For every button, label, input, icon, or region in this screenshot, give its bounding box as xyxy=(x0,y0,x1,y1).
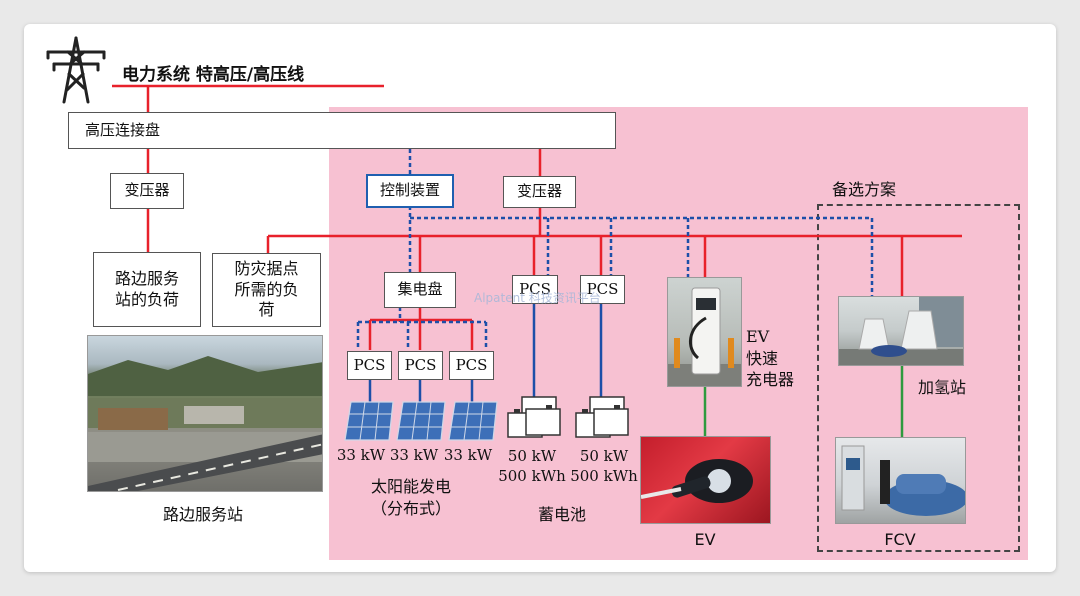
hydrogen-station-icon xyxy=(839,297,963,365)
disaster-base-load: 防灾据点 所需的负 荷 xyxy=(212,253,321,327)
fcv-label: FCV xyxy=(884,530,916,549)
hv-connection-panel: 高压连接盘 xyxy=(68,112,616,149)
battery-icon xyxy=(575,396,629,438)
pcs-solar-1: PCS xyxy=(347,351,392,380)
battery-label: 蓄电池 xyxy=(537,505,586,524)
transformer-left: 变压器 xyxy=(110,173,184,209)
service-station-photo xyxy=(87,335,323,492)
ev-charger-photo xyxy=(667,277,742,387)
ev-photo xyxy=(640,436,771,524)
transformer-right: 变压器 xyxy=(503,176,576,208)
transmission-tower-icon xyxy=(46,36,106,104)
solar-panel-icon xyxy=(448,401,498,441)
collector-panel: 集电盘 xyxy=(384,272,456,308)
ev-charger-icon xyxy=(668,287,741,386)
fcv-car-icon xyxy=(841,445,965,516)
pcs-battery-2: PCS xyxy=(580,275,625,304)
battery-icon xyxy=(507,396,561,438)
ev-charger-label: EV 快速 充电器 xyxy=(746,327,795,390)
solar-label: 太阳能发电 （分布式） xyxy=(370,477,451,519)
ev-plug-icon xyxy=(641,459,753,503)
pcs-battery-1: PCS xyxy=(512,275,558,304)
battery-spec-2: 50 kW 500 kWh xyxy=(570,447,638,486)
service-station-scene-icon xyxy=(88,356,322,491)
service-station-label: 路边服务站 xyxy=(162,505,243,524)
solar-power-2: 33 kW xyxy=(389,446,439,464)
solar-power-3: 33 kW xyxy=(443,446,493,464)
alternative-plan-label: 备选方案 xyxy=(831,180,896,199)
battery-spec-1: 50 kW 500 kWh xyxy=(498,447,566,486)
fcv-photo xyxy=(835,437,966,524)
solar-panel-icon xyxy=(344,401,394,441)
service-station-load: 路边服务 站的负荷 xyxy=(93,252,201,327)
ev-label: EV xyxy=(694,530,716,549)
hydrogen-station-label: 加氢站 xyxy=(917,378,966,397)
battery-banks xyxy=(507,396,629,438)
control-device: 控制装置 xyxy=(366,174,454,208)
solar-power-1: 33 kW xyxy=(336,446,386,464)
alternative-plan-frame xyxy=(817,204,1020,552)
pcs-solar-2: PCS xyxy=(398,351,443,380)
diagram-title: 电力系统 特高压/高压线 xyxy=(122,65,305,85)
hydrogen-station-photo xyxy=(838,296,964,366)
solar-panel-icon xyxy=(396,401,446,441)
pcs-solar-3: PCS xyxy=(449,351,494,380)
solar-panels xyxy=(344,401,498,441)
watermark: Alpatent 科技资讯平台 xyxy=(474,291,601,305)
